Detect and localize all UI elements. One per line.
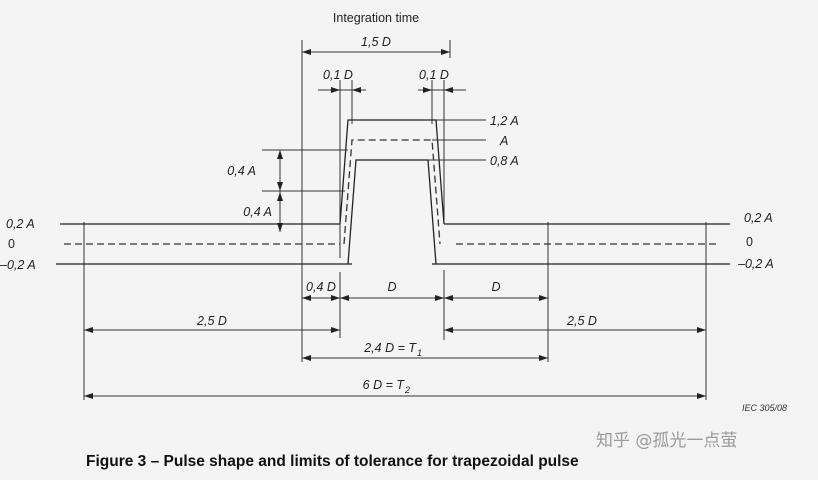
label-integration-width: 1,5 D bbox=[361, 35, 391, 49]
arrow bbox=[340, 295, 349, 301]
arrow bbox=[441, 49, 450, 55]
nominal-pulse bbox=[343, 139, 441, 245]
arrow bbox=[302, 49, 311, 55]
arrow bbox=[697, 327, 706, 333]
left-level-minus02a: –0,2 A bbox=[0, 258, 36, 272]
level-12a: 1,2 A bbox=[490, 114, 519, 128]
label-fall-time: 0,1 D bbox=[419, 68, 449, 82]
label-t2: 6 D = T bbox=[363, 378, 406, 392]
label-d-pulse: D bbox=[387, 280, 396, 294]
arrow bbox=[539, 355, 548, 361]
arrow bbox=[331, 327, 340, 333]
arrow bbox=[435, 295, 444, 301]
label-t1: 2,4 D = T bbox=[363, 341, 417, 355]
level-a: A bbox=[499, 134, 508, 148]
arrow bbox=[302, 295, 311, 301]
arrow bbox=[277, 182, 283, 191]
label-t1-sub: 1 bbox=[417, 348, 422, 358]
label-t2-sub: 2 bbox=[404, 385, 410, 395]
arrow bbox=[444, 327, 453, 333]
label-gap-04d: 0,4 D bbox=[306, 280, 336, 294]
label-04a-lower: 0,4 A bbox=[243, 205, 272, 219]
watermark: 知乎 @孤光一点萤 bbox=[596, 431, 737, 451]
right-level-zero: 0 bbox=[746, 235, 753, 249]
arrow bbox=[277, 223, 283, 232]
arrow bbox=[277, 192, 283, 201]
label-04a-upper: 0,4 A bbox=[227, 164, 256, 178]
label-25d-right: 2,5 D bbox=[566, 314, 597, 328]
arrow bbox=[331, 295, 340, 301]
arrow bbox=[539, 295, 548, 301]
lower-envelope bbox=[347, 159, 437, 265]
arrow bbox=[331, 87, 340, 93]
arrow bbox=[84, 393, 93, 399]
arrow bbox=[423, 87, 432, 93]
arrow bbox=[84, 327, 93, 333]
arrow bbox=[352, 87, 361, 93]
arrow bbox=[697, 393, 706, 399]
right-level-minus02a: –0,2 A bbox=[737, 257, 774, 271]
right-level-plus02a: 0,2 A bbox=[744, 211, 773, 225]
iec-reference: IEC 305/08 bbox=[742, 403, 787, 413]
arrow bbox=[444, 87, 453, 93]
label-25d-left: 2,5 D bbox=[196, 314, 227, 328]
label-rise-time: 0,1 D bbox=[323, 68, 353, 82]
upper-envelope bbox=[339, 119, 445, 225]
figure-caption: Figure 3 – Pulse shape and limits of tol… bbox=[86, 453, 579, 470]
integration-time-label: Integration time bbox=[333, 11, 419, 25]
arrow bbox=[302, 355, 311, 361]
label-d-after: D bbox=[491, 280, 500, 294]
level-08a: 0,8 A bbox=[490, 154, 519, 168]
arrow bbox=[277, 150, 283, 159]
arrow bbox=[444, 295, 453, 301]
left-level-plus02a: 0,2 A bbox=[6, 217, 35, 231]
left-level-zero: 0 bbox=[8, 237, 15, 251]
